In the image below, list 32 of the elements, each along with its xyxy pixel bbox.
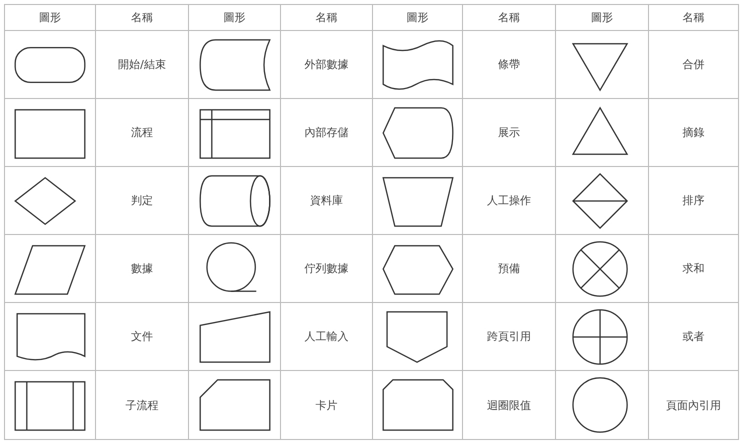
symbol-name: 內部存儲: [304, 125, 348, 140]
symbol-name: 求和: [682, 261, 704, 276]
symbol-name: 判定: [131, 193, 153, 208]
symbol-name: 合併: [682, 57, 704, 72]
symbol-name: 展示: [498, 125, 520, 140]
symbol-name: 佇列數據: [304, 261, 348, 276]
symbol-name: 跨頁引用: [487, 329, 531, 344]
column-header: 圖形: [406, 10, 428, 25]
symbol-name: 迴圈限值: [487, 398, 531, 412]
column-header: 圖形: [39, 10, 61, 25]
symbol-name: 摘錄: [682, 125, 704, 140]
symbol-name: 資料庫: [310, 193, 343, 208]
symbol-name: 子流程: [126, 398, 158, 412]
symbol-name: 數據: [131, 261, 153, 276]
symbol-name: 條帶: [498, 57, 520, 72]
symbol-name: 或者: [682, 329, 704, 344]
symbol-name: 預備: [498, 261, 520, 276]
symbol-name: 流程: [131, 125, 153, 140]
symbol-name: 排序: [682, 193, 704, 208]
symbol-name: 文件: [131, 329, 153, 344]
column-header: 圖形: [591, 10, 613, 25]
symbol-name: 外部數據: [304, 57, 348, 72]
column-header: 名稱: [316, 10, 338, 25]
column-header: 名稱: [131, 10, 153, 25]
symbol-name: 開始/結束: [118, 57, 166, 72]
symbol-name: 人工輸入: [304, 329, 348, 344]
column-header: 圖形: [224, 10, 246, 25]
symbol-name: 卡片: [316, 398, 338, 412]
column-header: 名稱: [682, 10, 704, 25]
column-header: 名稱: [498, 10, 520, 25]
symbol-name: 人工操作: [487, 193, 531, 208]
symbol-name: 頁面內引用: [666, 398, 721, 412]
